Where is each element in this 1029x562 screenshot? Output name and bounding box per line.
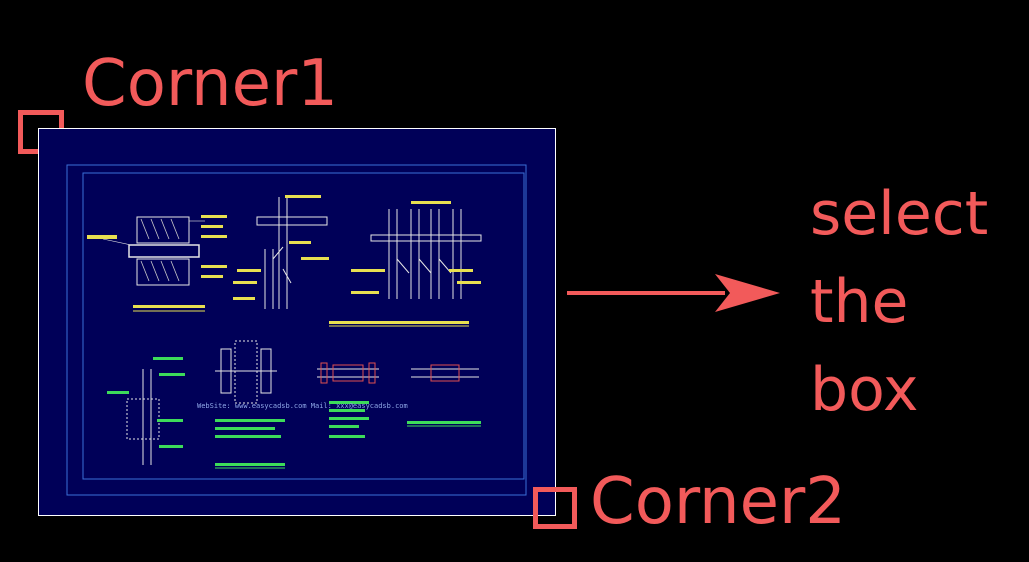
inner-frame [82,172,525,480]
select-the-box-label: select the box [810,179,989,425]
detail-pipe-sleeve [107,357,185,465]
watermark-text: WebSite: www.easycadsb.com Mail: xxx@eas… [197,402,408,410]
cad-drawing-sheet[interactable]: WebSite: www.easycadsb.com Mail: xxx@eas… [38,128,556,516]
detail-fittings [317,362,481,438]
detail-pipe-riser-1 [233,195,329,309]
outer-frame [66,164,527,496]
detail-flange [215,340,285,469]
corner1-label: Corner1 [82,47,338,121]
corner2-marker [533,487,577,529]
detail-pipe-riser-2 [329,201,482,327]
cad-drawing: WebSite: www.easycadsb.com Mail: xxx@eas… [66,164,527,496]
detail-wall-penetration [87,215,227,312]
corner2-label: Corner2 [590,465,846,539]
right-arrow-icon [567,274,780,312]
